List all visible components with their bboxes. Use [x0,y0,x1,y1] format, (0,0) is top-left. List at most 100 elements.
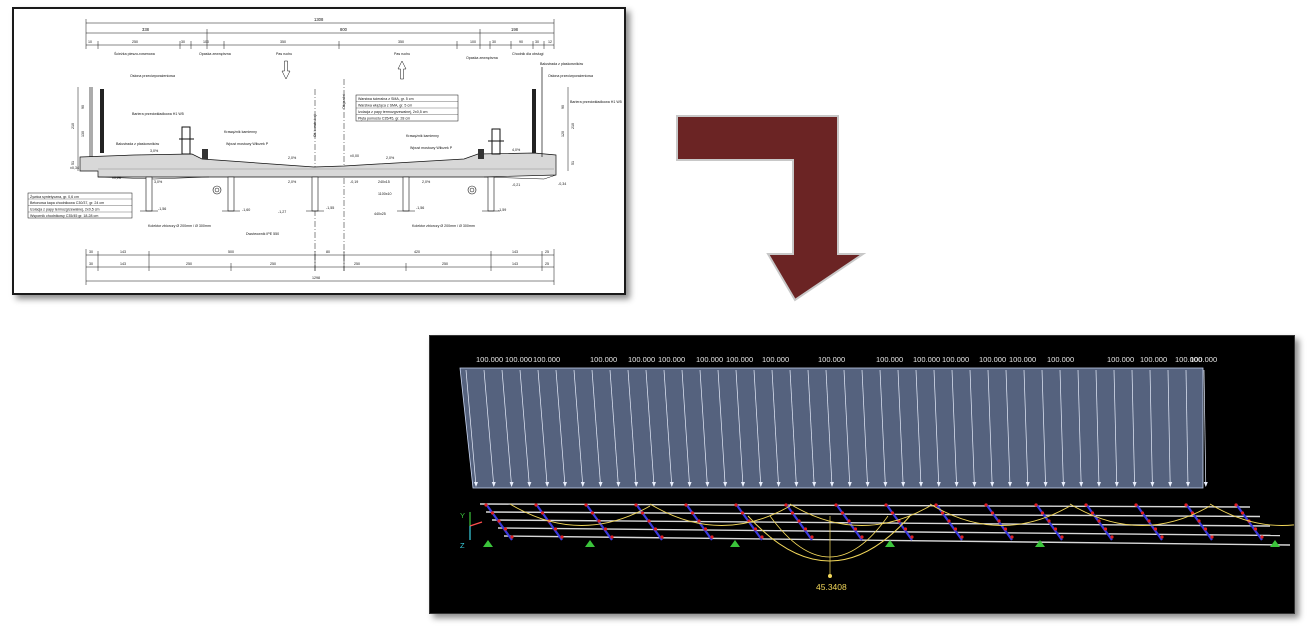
slope-2: 2,0% [288,156,297,160]
fem-node [940,511,945,515]
bottom-dimension-lines [85,249,555,285]
fem-node [1197,519,1201,523]
ann-left-inlet: Wpust mostowy Wiłczek P [226,142,269,146]
dim-seg-mid: 800 [340,27,348,32]
bdim-1-2: 143 [120,250,126,254]
load-arrow-line [897,369,904,487]
load-value-label: 100.000 [913,355,940,364]
load-arrow-head-icon [474,482,478,487]
fem-node [934,503,938,507]
fem-node [703,527,708,531]
load-arrow-line [807,369,815,487]
fem-node [1090,511,1095,515]
load-arrow-head-icon [545,482,550,487]
fem-node [890,511,895,515]
walk-box [27,192,133,219]
deflection-wave [509,503,651,526]
ann-right-inlet: Wpust mostowy Wiłczek P [410,146,453,150]
label-lane-right: Pas ruchu [394,52,410,56]
fem-node [840,511,845,515]
right-cantilever [483,174,557,180]
fem-node [1134,503,1138,507]
load-arrow-line [735,369,744,487]
load-value-label: 100.000 [590,355,617,364]
fem-node [760,535,764,539]
ann-left-railing: Balustrada z płaskowników [116,142,160,146]
fem-node [1147,519,1151,523]
load-arrow-head-icon [723,482,728,487]
load-arrow-head-icon [1097,482,1101,487]
load-value-label: 100.000 [1140,355,1167,364]
load-arrow-head-icon [580,482,585,487]
collector-left-icon [212,185,222,195]
fem-node [803,527,808,531]
flow-arrow-icon [675,112,867,304]
support-icon [885,540,895,547]
level-8: -1,60 [242,208,250,212]
bdim-2-2: 143 [120,262,126,266]
bdim-1-5: 420 [414,250,420,254]
fem-node [1210,535,1214,539]
fem-node [597,519,601,523]
fem-node [1184,503,1188,507]
load-arrow-line [753,369,762,487]
fem-node [710,535,714,539]
right-screen [532,89,536,153]
load-value-label: 100.000 [658,355,685,364]
bdim-2-3: 250 [186,262,192,266]
load-arrow-head-icon [847,482,852,487]
load-arrow-head-icon [527,482,532,487]
fem-node [1260,535,1264,539]
axis-z-label: Z [460,541,465,550]
load-arrow-line [1149,369,1153,487]
left-screen [100,89,104,153]
side-dim-2: 90 [81,105,85,109]
load-value-label: 100.000 [1190,355,1217,364]
walk-2: Betonowa kapa chodnikowa C30/37, gr. 24 … [30,201,104,205]
load-arrow-head-icon [1043,482,1048,487]
fem-node [484,503,488,507]
ann-right-railing: Balustrada z płaskowników [540,62,584,66]
load-arrow-line [519,369,530,487]
load-arrow-head-icon [1203,482,1208,487]
load-arrow-line [771,369,779,487]
arrow-svg [676,115,867,302]
load-value-label: 100.000 [628,355,655,364]
fem-node [810,535,814,539]
load-arrow-head-icon [865,482,870,487]
load-arrow-line [843,369,851,487]
support-icon [1035,540,1045,547]
load-arrow-line [987,369,993,487]
dim-seg-right: 198 [511,27,519,32]
fem-node [1010,535,1014,539]
girders [145,176,495,212]
side-dim-4: 51 [71,161,75,165]
load-value-label: 100.000 [818,355,845,364]
level-6: -0,34 [558,182,566,186]
load-arrow-line [609,369,619,487]
load-arrow-head-icon [794,482,799,487]
fem-node [1140,511,1145,515]
load-arrow-line [1005,369,1011,487]
level-11: -1,56 [416,206,424,210]
fem-node [510,535,514,539]
collector-left-inner [214,187,220,193]
max-deflection-label: 45.3408 [816,582,847,592]
deflection-wave [1069,503,1211,526]
fem-node [790,511,795,515]
load-value-label: 100.000 [1175,355,1202,364]
load-arrow-line [969,369,975,487]
lane-dim-9: 90 [519,40,523,44]
load-arrow-head-icon [1079,482,1084,487]
layer-3: Izolacja z papy termozgrzewalnej, 2x0,5 … [358,110,428,114]
fem-node [960,535,964,539]
fem-node [910,535,914,539]
bdim-1-1: 30 [89,250,93,254]
load-arrow-line [573,369,584,487]
load-arrow-line [1095,369,1100,487]
side-dim-1: 210 [71,123,75,129]
fem-node [1034,503,1038,507]
load-arrow-line [825,369,833,487]
side-dim-6: 90 [561,105,565,109]
